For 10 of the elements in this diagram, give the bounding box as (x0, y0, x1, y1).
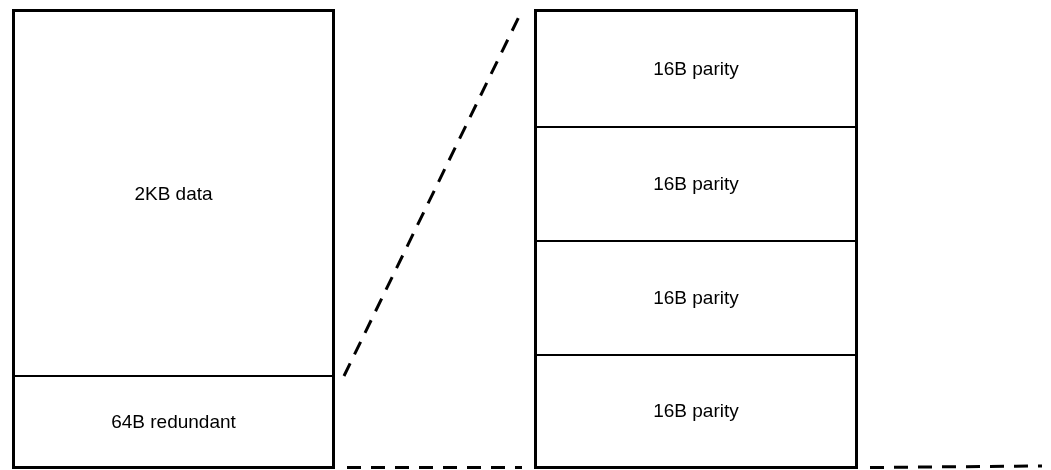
segment-label: 16B parity (653, 58, 739, 80)
segment-label: 16B parity (653, 173, 739, 195)
memory-block (12, 9, 335, 469)
segment-label: 16B parity (653, 287, 739, 309)
zoom-guide-line (870, 464, 1042, 469)
zoom-guide-line (347, 466, 522, 469)
memory-block (534, 9, 858, 469)
segment-label: 64B redundant (111, 410, 236, 433)
segment-label: 16B parity (653, 400, 739, 422)
segment-label: 2KB data (134, 182, 213, 205)
